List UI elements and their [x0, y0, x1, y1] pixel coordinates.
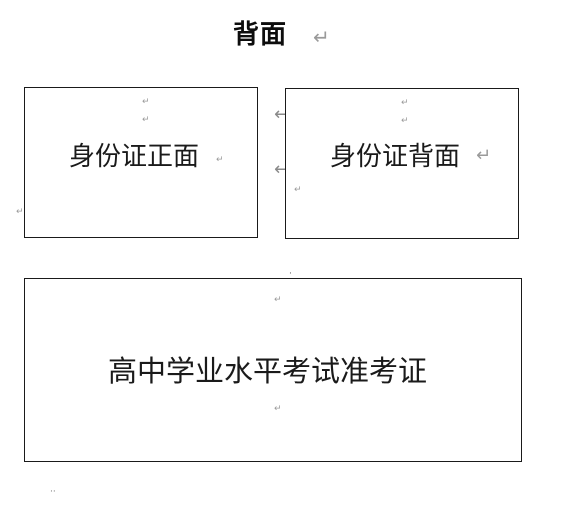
bottom-mark-icon: ·· — [50, 487, 56, 497]
id-back-label: 身份证背面 — [330, 142, 461, 172]
paragraph-mark-icon: ↵ — [142, 115, 150, 125]
paragraph-mark-icon: ↵ — [274, 404, 282, 414]
id-front-label: 身份证正面 — [69, 142, 200, 172]
paragraph-mark-icon: ↵ — [216, 155, 224, 165]
anchor-dot-icon: · — [289, 269, 292, 279]
paragraph-mark-icon: ↵ — [274, 295, 282, 305]
paragraph-mark-icon: ↵ — [142, 97, 150, 107]
paragraph-mark-icon: ↵ — [476, 145, 492, 166]
margin-paragraph-mark-icon: ↵ — [16, 207, 24, 217]
exam-ticket-label: 高中学业水平考试准考证 — [108, 354, 428, 388]
id-back-box[interactable]: ↵ ↵ 身份证背面 ↵ ↵ — [285, 88, 519, 239]
id-front-box[interactable]: ↵ ↵ 身份证正面 ↵ — [24, 87, 258, 238]
paragraph-mark-icon: ↵ — [401, 116, 409, 126]
title-paragraph-mark-icon: ↵ — [313, 25, 330, 49]
exam-ticket-box[interactable]: ↵ 高中学业水平考试准考证 ↵ — [24, 278, 522, 462]
paragraph-mark-icon: ↵ — [294, 185, 302, 195]
page-title: 背面 — [233, 20, 288, 50]
paragraph-mark-icon: ↵ — [401, 98, 409, 108]
